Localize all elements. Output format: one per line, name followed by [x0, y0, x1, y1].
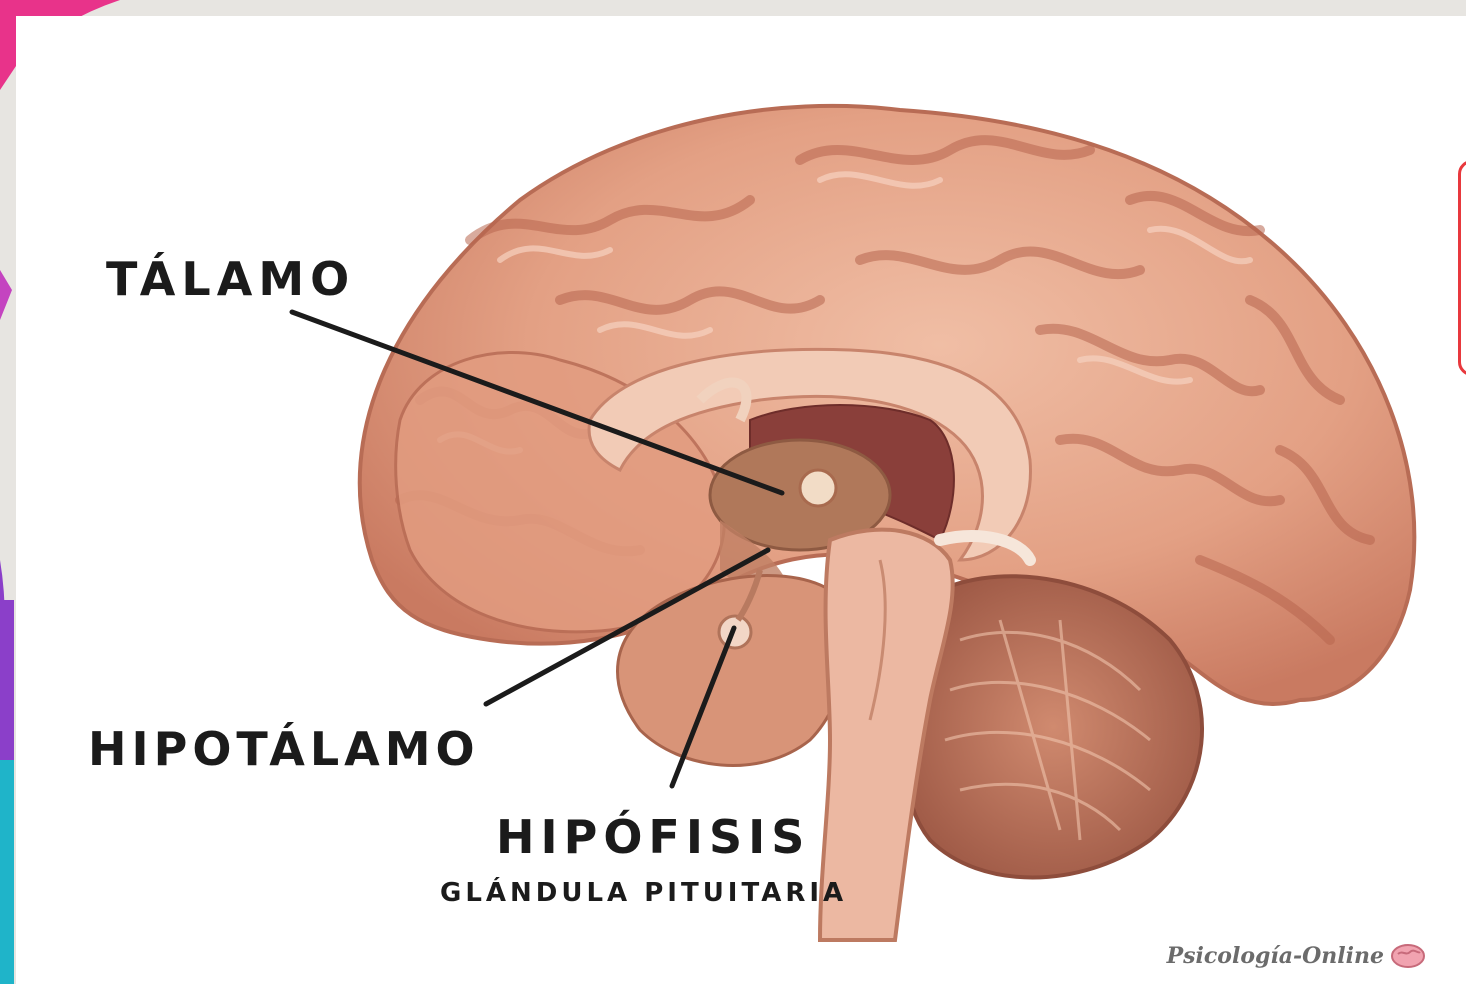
watermark-text: Psicología-Online [1167, 943, 1384, 969]
label-hipotalamo: HIPOTÁLAMO [88, 722, 480, 776]
label-talamo: TÁLAMO [106, 252, 355, 306]
side-red-tab [1458, 160, 1466, 376]
thalamus-highlight [800, 470, 836, 506]
label-glandula-pituitaria: GLÁNDULA PITUITARIA [440, 878, 847, 908]
watermark: Psicología-Online [1167, 942, 1426, 970]
label-hipofisis: HIPÓFISIS [496, 810, 810, 864]
brain-logo-icon [1390, 942, 1426, 970]
